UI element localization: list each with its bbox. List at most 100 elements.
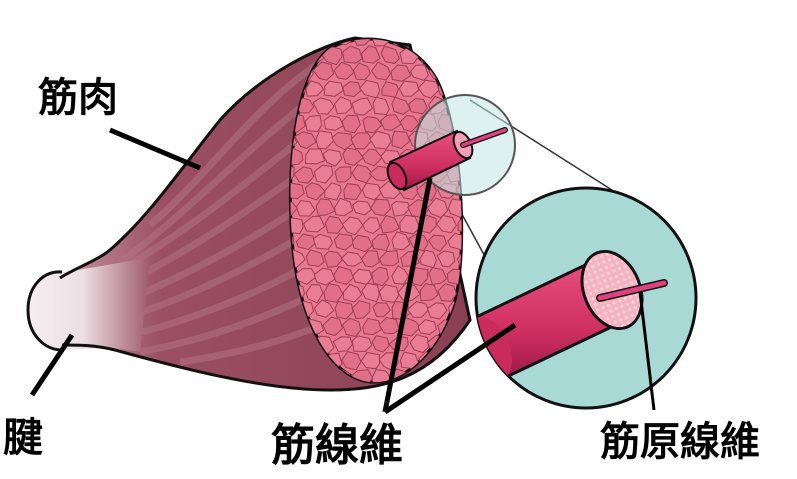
cross-section-cell	[341, 317, 362, 338]
cross-section-cell	[342, 45, 363, 64]
cross-section-cell	[351, 39, 372, 46]
fiber-cross-section	[580, 249, 644, 331]
cross-section-cell	[333, 265, 354, 285]
cross-section-cell	[399, 214, 421, 235]
cross-section-cell	[409, 334, 429, 354]
cross-section-cell	[351, 200, 373, 216]
cross-section-cell	[437, 283, 457, 302]
cross-section-cell	[323, 283, 344, 303]
cross-section-cell	[351, 300, 371, 320]
cross-section-cell	[334, 96, 353, 115]
cross-section-cell	[448, 39, 462, 47]
muscle-fiber-small	[386, 127, 508, 192]
cross-section-cell	[305, 283, 324, 304]
cross-section-cell	[295, 233, 316, 251]
cross-section-cell	[408, 97, 428, 115]
label-myofibril: 筋原線維	[600, 419, 760, 465]
cross-section-cell	[391, 96, 411, 115]
cross-section-cell	[351, 234, 373, 253]
cross-section-cell	[304, 148, 326, 165]
cross-section-cell	[446, 268, 462, 286]
cross-section-cell	[361, 282, 380, 303]
cross-section-cell	[293, 166, 315, 184]
cross-section-cell	[334, 166, 352, 183]
cross-section-cell	[290, 182, 305, 200]
cross-section-cell	[362, 116, 383, 134]
cross-section-cell	[324, 215, 345, 234]
cross-section-cell	[410, 64, 429, 81]
cross-section-cell	[426, 39, 448, 48]
cross-section-cell	[368, 130, 392, 150]
leader-fiber-right	[383, 322, 517, 415]
cross-section-cell	[324, 182, 342, 201]
cross-section-cell	[427, 234, 448, 252]
cross-section-cell	[351, 97, 374, 116]
cross-section-cell	[351, 335, 373, 352]
cross-section-cell	[371, 233, 390, 252]
cross-section-cell	[362, 317, 382, 336]
cross-section-cell	[313, 267, 336, 286]
cross-section-cell	[447, 198, 462, 218]
cross-section-cell	[304, 182, 326, 201]
cross-section-cell	[290, 217, 304, 235]
cross-section-cell	[378, 316, 400, 335]
cross-section-cell	[436, 250, 456, 268]
cross-section-cell	[290, 164, 295, 183]
cross-section-cell	[290, 232, 295, 251]
large-magnifier	[474, 186, 698, 410]
leader-tendon	[29, 333, 75, 397]
cross-section-cell	[323, 250, 344, 268]
cross-section-cell	[350, 132, 373, 150]
cross-section-cell	[342, 283, 363, 303]
cross-section-cell	[419, 283, 439, 302]
cross-section-cell	[456, 249, 462, 268]
cross-section-cell	[457, 215, 462, 235]
cross-section-cell	[333, 61, 355, 80]
cross-section-cell	[407, 301, 429, 318]
cross-section-cell	[323, 115, 344, 131]
cross-section-cell	[381, 81, 400, 98]
label-muscle: 筋肉	[38, 75, 118, 121]
cross-section-cell	[408, 39, 430, 46]
cross-section-cell	[341, 114, 361, 134]
label-tendon: 腱	[3, 415, 43, 461]
cross-section-cell	[290, 39, 297, 46]
cross-section-cell	[379, 114, 402, 131]
cross-section-cell	[313, 299, 335, 318]
cross-section-cell	[290, 147, 304, 166]
cross-section-cell	[341, 351, 362, 371]
cross-section-cell	[360, 250, 380, 268]
cross-section-cell	[417, 319, 437, 336]
cross-section-cell	[371, 39, 391, 47]
cross-section-cell	[390, 64, 412, 82]
cross-section-cell	[371, 266, 390, 287]
cross-section-cell	[456, 44, 462, 64]
cross-section-cell	[322, 316, 344, 337]
cross-section-cell	[331, 131, 354, 151]
cross-section-cell	[323, 80, 344, 97]
cross-section-cell	[370, 61, 391, 81]
cross-section-cell	[371, 335, 390, 353]
cross-section-cell	[312, 61, 335, 81]
cross-section-cell	[342, 81, 362, 98]
cross-section-cell	[315, 198, 336, 217]
cross-section-cell	[370, 198, 392, 217]
cross-section-cell	[334, 301, 354, 320]
cross-section-cell	[362, 217, 381, 235]
cross-section-cell	[304, 115, 323, 132]
cross-section-cell	[398, 80, 420, 97]
cross-section-cell	[352, 62, 371, 81]
cross-section-cell	[342, 147, 364, 166]
cross-section-cell	[391, 130, 411, 150]
cross-section-cell	[391, 265, 410, 285]
cross-section-cell	[446, 369, 462, 383]
leader-myofibril	[638, 291, 656, 411]
cross-section-cell	[313, 164, 334, 184]
cross-section-cell	[426, 302, 448, 320]
cross-section-cell	[390, 200, 412, 217]
cross-section-cell	[295, 200, 316, 217]
cross-section-cell	[295, 39, 316, 48]
cross-section-cell	[447, 62, 462, 83]
label-muscle-fiber: 筋線維	[271, 420, 403, 471]
